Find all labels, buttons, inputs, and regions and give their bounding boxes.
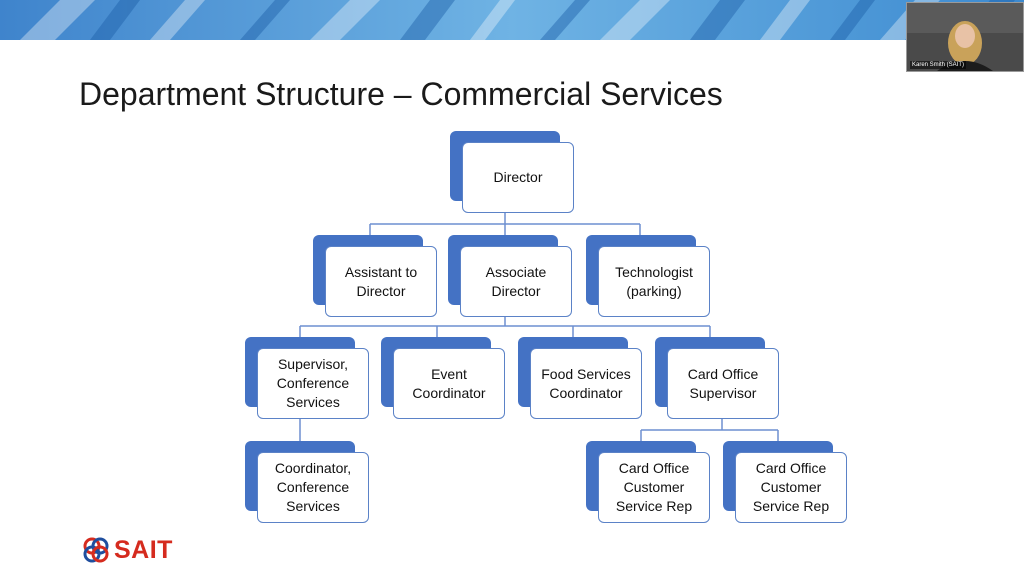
node-line: Services [286, 394, 340, 410]
org-node-associate-director: Associate Director [448, 235, 572, 317]
node-line: (parking) [626, 282, 682, 299]
org-node-event-coordinator: Event Coordinator [381, 337, 505, 419]
node-line: Event [431, 365, 467, 382]
org-node-food-services-coordinator: Food Services Coordinator [518, 337, 642, 419]
slide-title: Department Structure – Commercial Servic… [79, 76, 723, 112]
node-line: Food Services [541, 365, 631, 382]
node-line: Customer [623, 479, 685, 495]
node-line: Coordinator [412, 384, 486, 401]
node-line: Conference [276, 479, 350, 495]
org-node-assistant-to-director: Assistant to Director [313, 235, 437, 317]
node-line: Service Rep [752, 498, 830, 514]
sait-logo-icon [83, 537, 109, 563]
org-node-coordinator-conference-services: Coordinator, Conference Services [245, 441, 369, 523]
org-node-director: Director [450, 131, 574, 213]
node-line: Coordinator [549, 384, 623, 401]
org-node-supervisor-conference-services: Supervisor, Conference Services [245, 337, 369, 419]
node-line: Services [286, 498, 340, 514]
org-node-card-office-supervisor: Card Office Supervisor [655, 337, 779, 419]
org-node-technologist: Technologist (parking) [586, 235, 710, 317]
node-line: Supervisor, [277, 356, 349, 372]
logo-text: SAIT [114, 535, 173, 564]
node-line: Associate [485, 263, 547, 280]
node-line: Coordinator, [274, 460, 352, 476]
node-line: Card Office [755, 460, 827, 476]
node-line: Card Office [687, 365, 759, 382]
slide-banner [0, 0, 1024, 40]
participant-video-tile[interactable]: Karen Smith (SAIT) [906, 2, 1024, 72]
node-line: Supervisor [689, 384, 757, 401]
node-line: Card Office [618, 460, 690, 476]
node-line: Assistant to [344, 263, 418, 280]
node-line: Director [356, 282, 406, 299]
sait-logo: SAIT [82, 533, 173, 567]
node-line: Technologist [615, 263, 693, 280]
node-line: Director [493, 169, 543, 185]
node-line: Service Rep [615, 498, 693, 514]
participant-name-label: Karen Smith (SAIT) [910, 61, 967, 69]
node-line: Customer [760, 479, 822, 495]
node-line: Director [491, 282, 541, 299]
org-node-card-office-csr-2: Card Office Customer Service Rep [723, 441, 847, 523]
node-line: Conference [276, 375, 350, 391]
org-node-card-office-csr-1: Card Office Customer Service Rep [586, 441, 710, 523]
